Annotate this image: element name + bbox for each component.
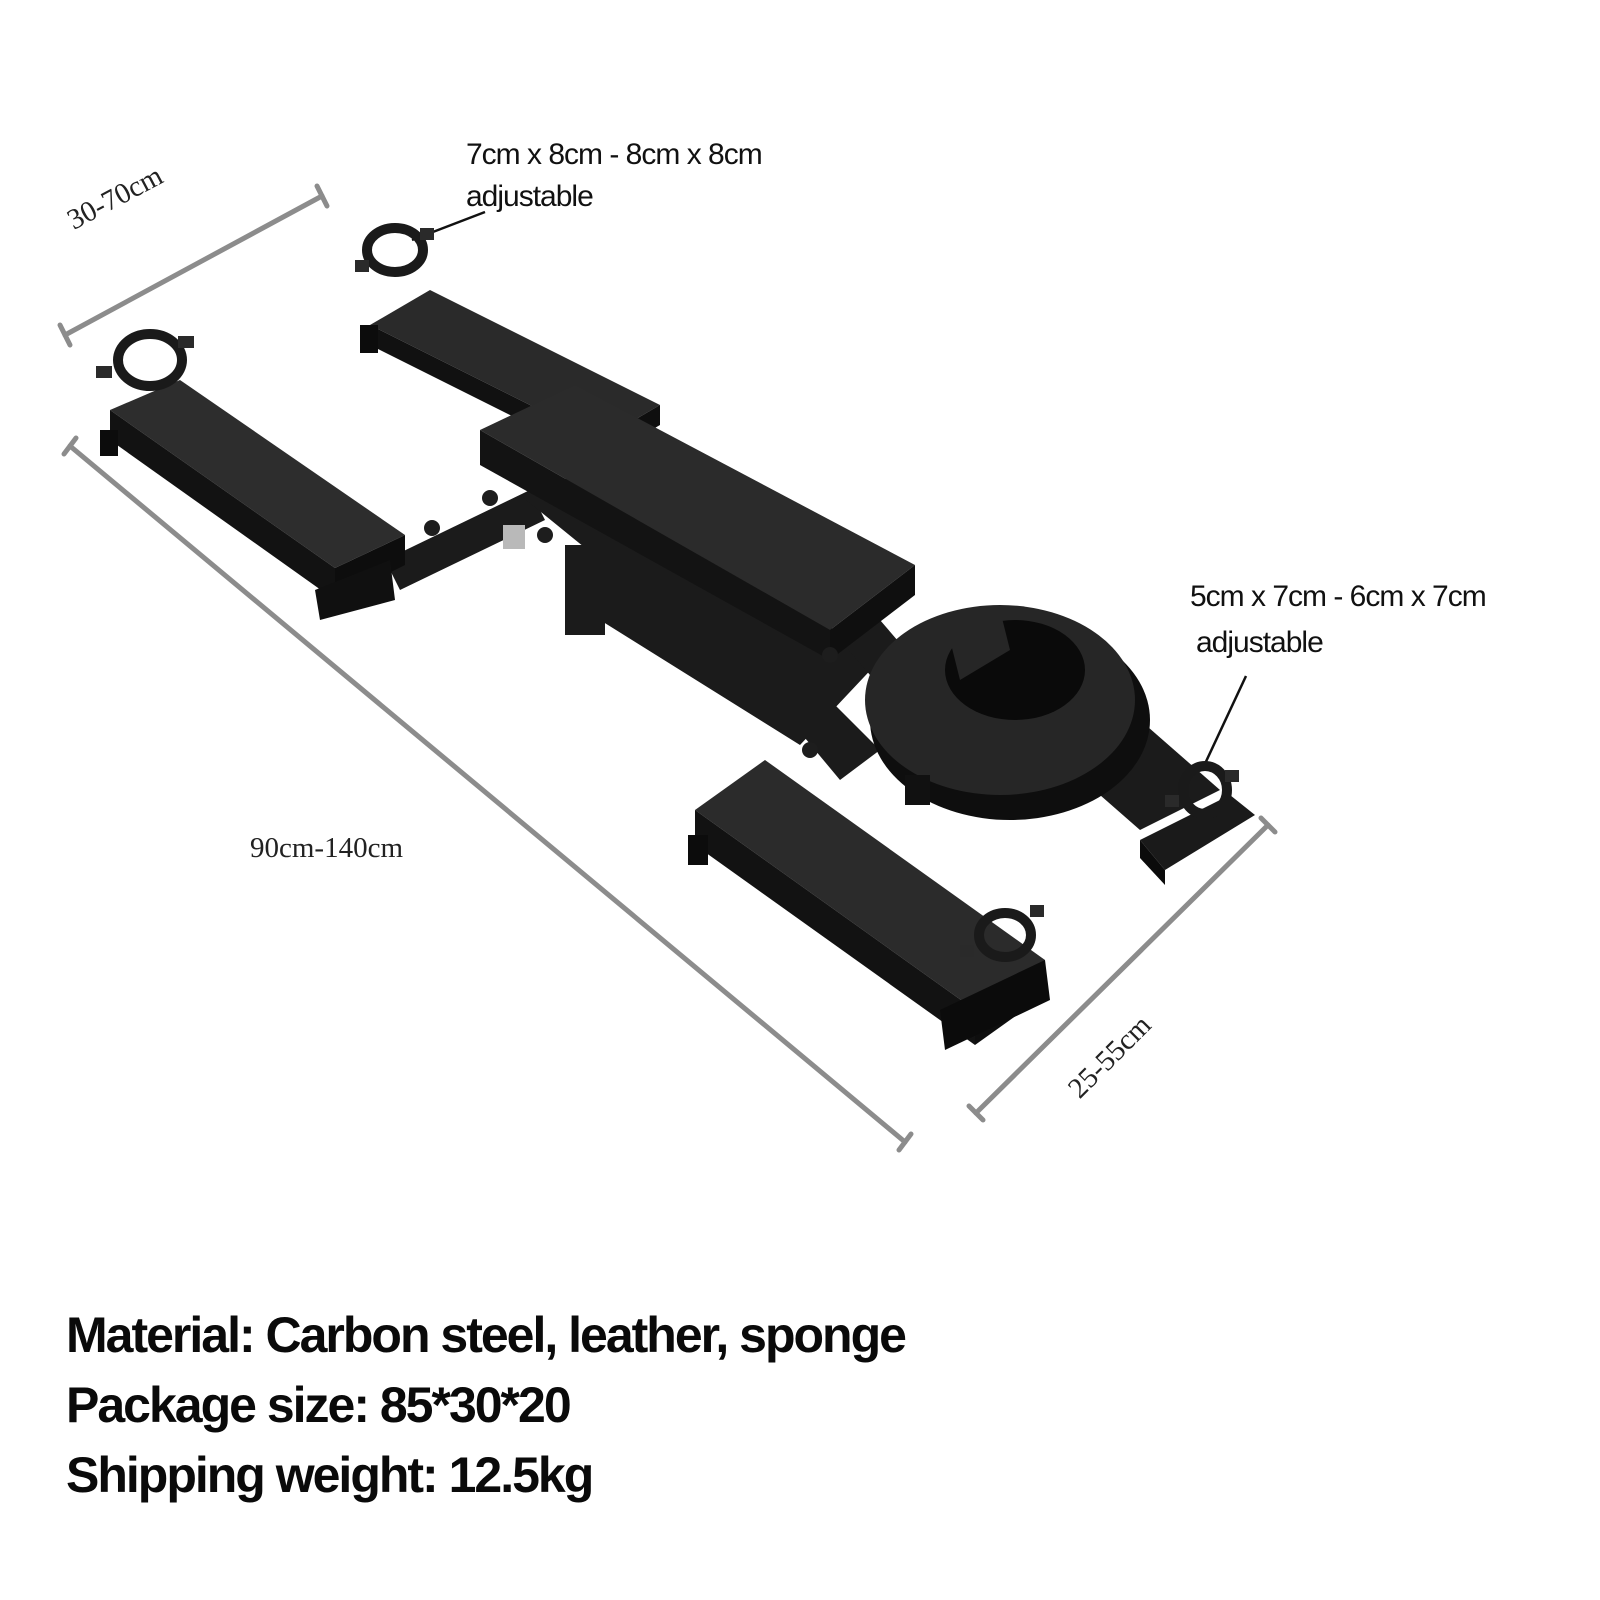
leg-pad (688, 760, 1050, 1050)
lower-arm-pad (100, 380, 405, 620)
material-spec: Material: Carbon steel, leather, sponge (66, 1307, 907, 1363)
torso-pad (480, 385, 915, 660)
upper-left-clamp (362, 223, 428, 277)
shipping-weight-spec: Shipping weight: 12.5kg (66, 1447, 594, 1503)
ankle-base (1140, 795, 1255, 885)
bench (96, 223, 1255, 1050)
leg-clamp (974, 908, 1036, 962)
upper-clamp-note: adjustable (466, 180, 594, 213)
lower-left-clamp (113, 329, 187, 391)
lower-clamp-note: adjustable (1196, 626, 1324, 659)
package-size-spec: Package size: 85*30*20 (66, 1377, 572, 1433)
arm-spacing-line (62, 193, 325, 338)
dimension-lines (57, 183, 1278, 1153)
face-cradle (865, 605, 1150, 820)
total-length-label: 90cm-140cm (250, 832, 404, 864)
clamps (113, 223, 1232, 962)
upper-clamp-size: 7cm x 8cm - 8cm x 8cm (466, 138, 763, 171)
total-length-line (67, 443, 908, 1145)
lower-clamp-size: 5cm x 7cm - 6cm x 7cm (1190, 580, 1487, 613)
product-specs: Material: Carbon steel, leather, sponge … (66, 1300, 907, 1510)
ankle-clamp (1178, 761, 1232, 819)
leg-spacing-line (973, 822, 1271, 1116)
